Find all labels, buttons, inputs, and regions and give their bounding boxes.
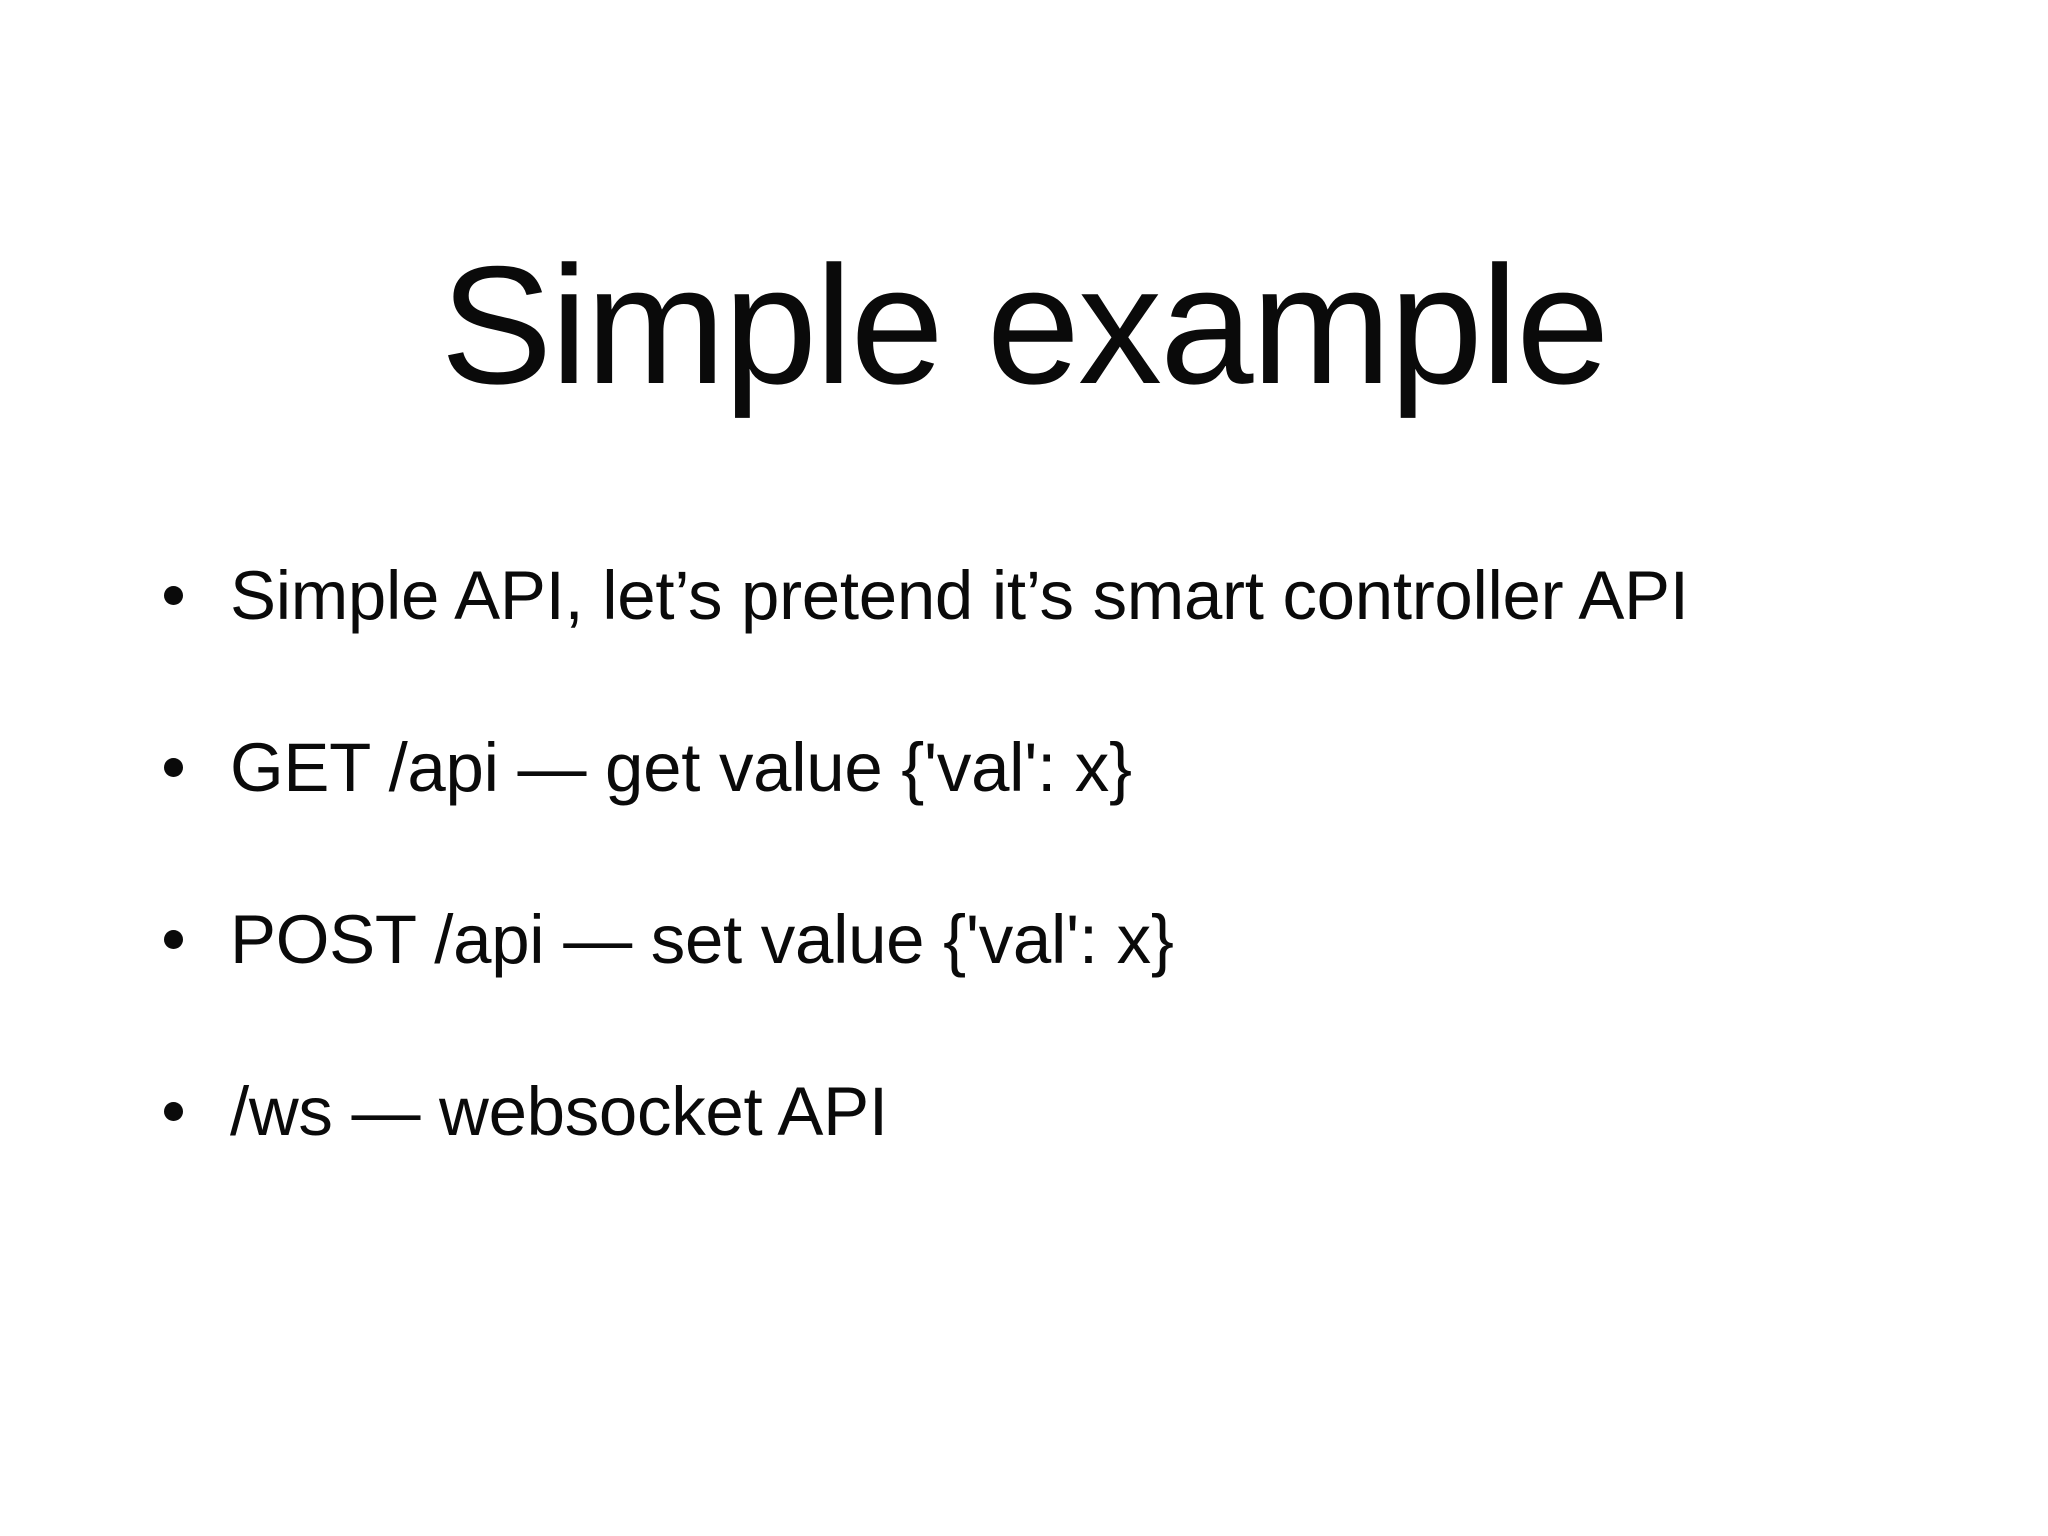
list-item: /ws — websocket API xyxy=(150,1076,1928,1147)
list-item: POST /api — set value {'val': x} xyxy=(150,904,1928,975)
bullet-point-icon xyxy=(164,586,183,605)
list-item-label: Simple API, let’s pretend it’s smart con… xyxy=(230,557,1689,634)
list-item: GET /api — get value {'val': x} xyxy=(150,732,1928,803)
bullet-point-icon xyxy=(164,758,183,778)
list-item-label: POST /api — set value {'val': x} xyxy=(230,901,1174,979)
bullet-point-icon xyxy=(164,1102,183,1122)
page-title: Simple example xyxy=(440,230,1609,419)
bullet-point-icon xyxy=(164,930,183,950)
list-item-label: /ws — websocket API xyxy=(230,1073,888,1151)
bullet-list: Simple API, let’s pretend it’s smart con… xyxy=(150,560,1928,1147)
list-item-label: GET /api — get value {'val': x} xyxy=(230,729,1132,807)
list-item: Simple API, let’s pretend it’s smart con… xyxy=(150,560,1928,631)
